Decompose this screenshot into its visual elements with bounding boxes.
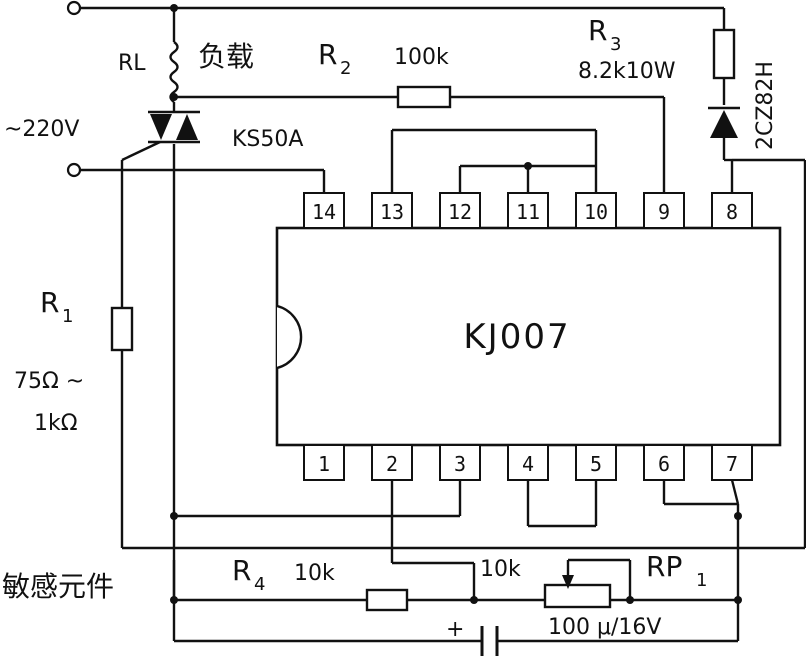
r2-sub: 2 [340,58,351,79]
ic-body [275,226,782,447]
load-label: 负载 [198,40,254,73]
svg-text:13: 13 [380,200,404,224]
svg-text:9: 9 [658,200,670,224]
zener-label: 2CZ82H [753,61,778,150]
svg-text:10: 10 [584,200,608,224]
r4-name: R [232,554,251,587]
pin-9: 9 [643,192,685,229]
pin-6: 6 [643,444,685,481]
pin-7: 7 [711,444,753,481]
r1-name: R [40,286,59,319]
pin-4: 4 [507,444,549,481]
pin-13: 13 [371,192,413,229]
pin-1: 1 [303,444,345,481]
svg-text:3: 3 [454,452,466,476]
resistor-r2 [396,85,452,109]
r2-value: 100k [394,45,449,70]
ic-label: KJ007 [463,317,570,357]
r1-value-a: 75Ω ~ [14,369,84,394]
r4-value: 10k [294,561,335,586]
pin-12: 12 [439,192,481,229]
r3-sub: 3 [610,34,621,55]
svg-text:5: 5 [590,452,602,476]
svg-text:8: 8 [726,200,738,224]
pin-2: 2 [371,444,413,481]
capacitor [480,626,499,656]
svg-text:11: 11 [516,200,540,224]
svg-text:2: 2 [386,452,398,476]
r1-value-b: 1kΩ [34,411,78,436]
r3-value: 8.2k10W [578,59,676,84]
resistor-r3 [712,28,736,80]
r1-sub: 1 [62,306,73,327]
wires [80,6,806,643]
mains-terminal-top [66,0,82,16]
pin-14: 14 [303,192,345,229]
ic-notch [276,304,303,370]
cap-plus: + [446,617,464,642]
pin-5: 5 [575,444,617,481]
r4-sub: 4 [254,574,265,595]
sensor-label: 敏感元件 [2,570,114,603]
cap-value: 100 μ/16V [548,615,661,640]
mains-terminal-bottom [66,162,82,178]
ac-source-label: ~220V [4,117,79,142]
svg-text:14: 14 [312,200,336,224]
rp1-sub: 1 [696,570,707,591]
svg-text:7: 7 [726,452,738,476]
rp1-value: 10k [480,557,521,582]
pin-10: 10 [575,192,617,229]
resistor-r1 [110,306,134,352]
triac-label: KS50A [232,127,303,152]
pin-11: 11 [507,192,549,229]
svg-text:4: 4 [522,452,534,476]
pin-3: 3 [439,444,481,481]
junction-dots [170,4,742,604]
rp1-name: RP [646,550,682,583]
r2-name: R [318,38,337,71]
svg-text:12: 12 [448,200,472,224]
r3-name: R [588,14,607,47]
pot-wiper-arrow [562,575,574,589]
zener-diode [708,106,740,138]
triac [148,110,200,144]
pin-8: 8 [711,192,753,229]
potentiometer-rp1 [543,583,612,609]
svg-text:1: 1 [318,452,330,476]
resistor-r4 [365,588,409,612]
svg-text:6: 6 [658,452,670,476]
rl-label: RL [118,51,146,76]
